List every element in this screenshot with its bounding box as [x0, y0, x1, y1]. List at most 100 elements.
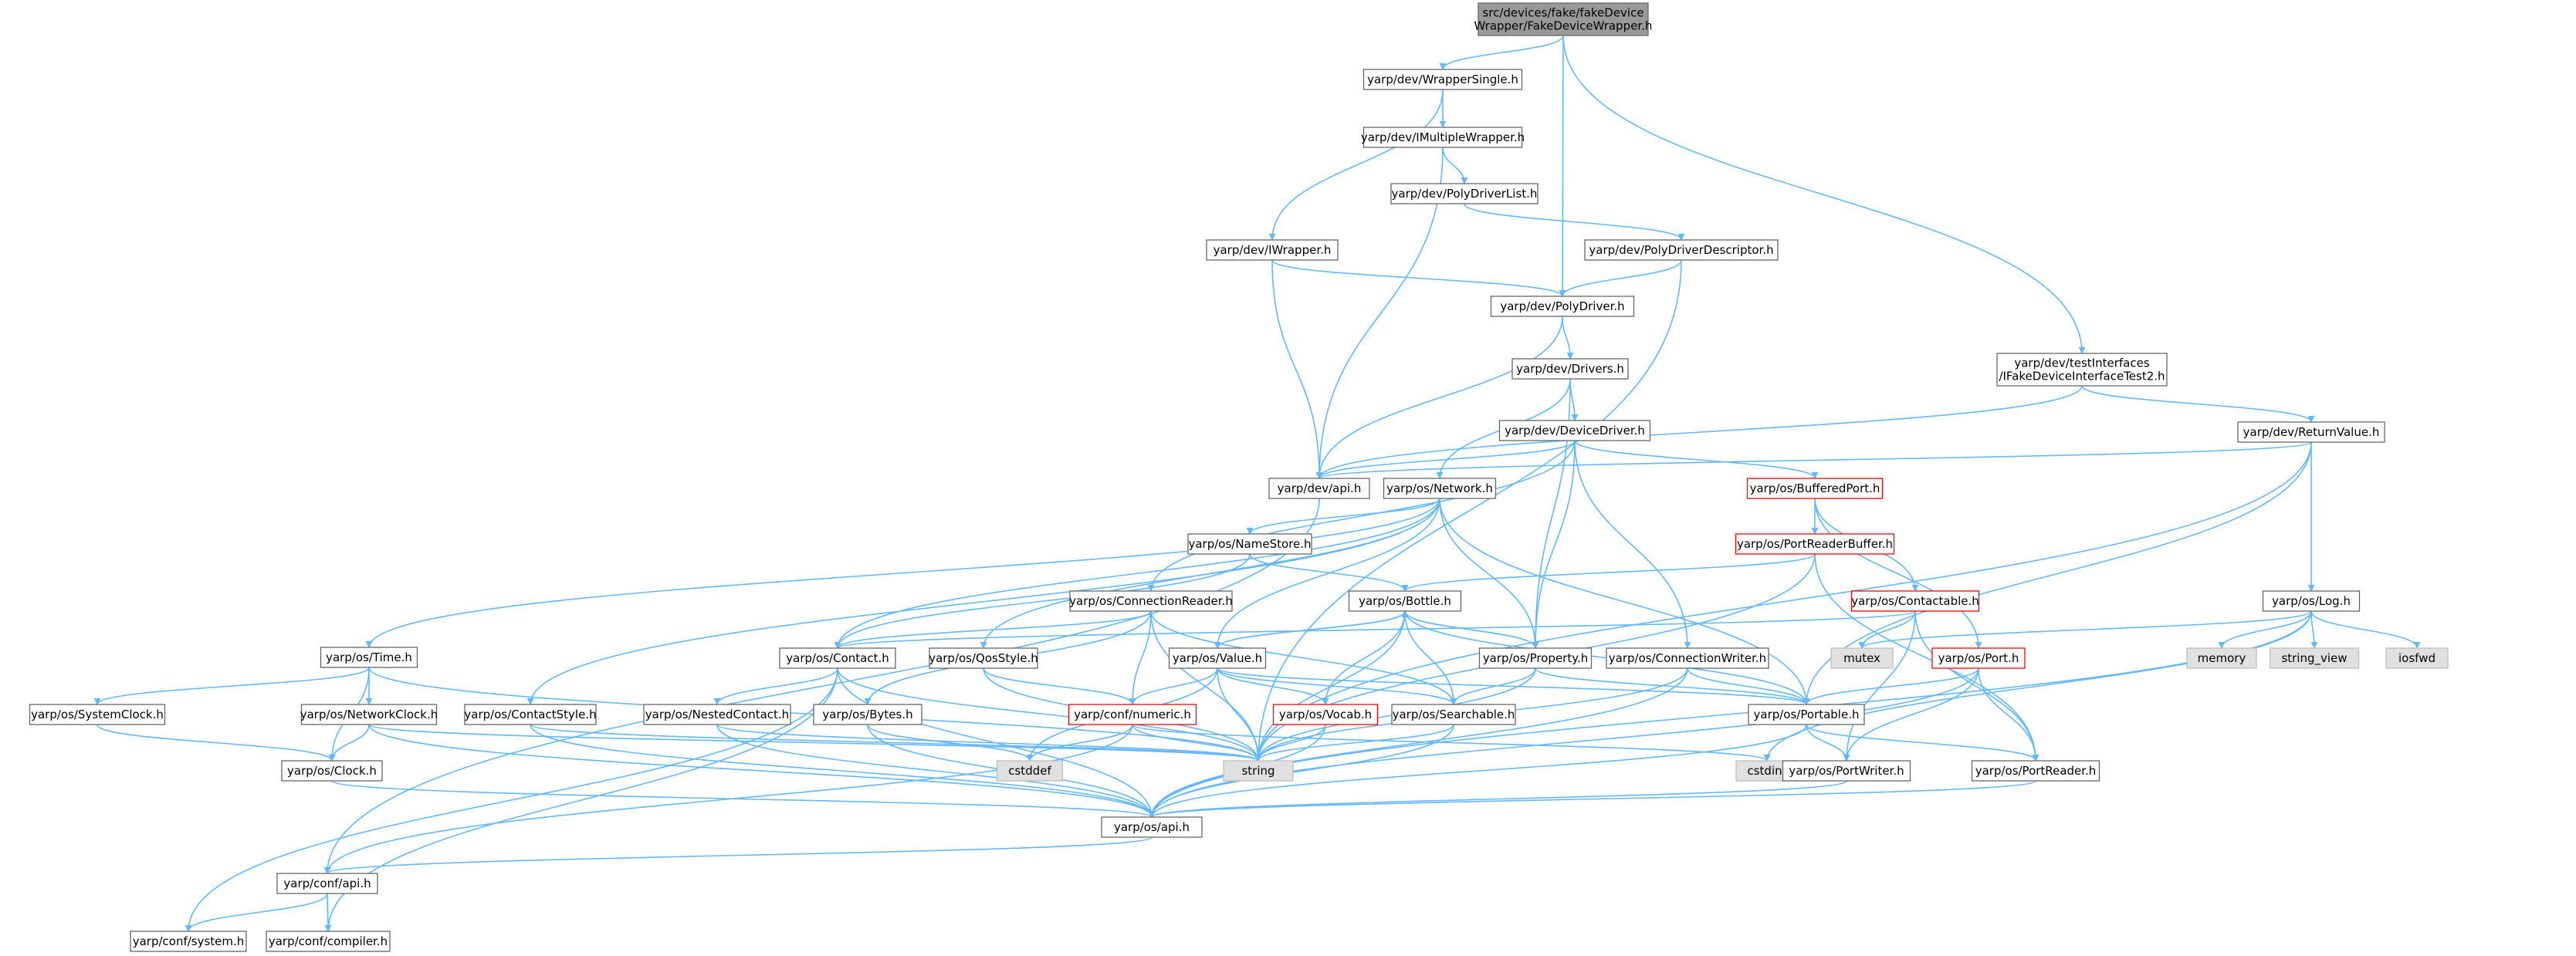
node-polydriverdesc[interactable]: yarp/dev/PolyDriverDescriptor.h — [1584, 239, 1779, 261]
edge-clock-to-osapi — [331, 780, 1156, 818]
node-iwrapper[interactable]: yarp/dev/IWrapper.h — [1206, 239, 1339, 261]
edge-searchable-to-string — [1254, 724, 1454, 762]
node-box-time — [320, 647, 418, 668]
node-contact[interactable]: yarp/os/Contact.h — [779, 647, 896, 669]
node-drivers[interactable]: yarp/dev/Drivers.h — [1511, 358, 1629, 380]
edge-root-to-polydriver — [1559, 35, 1566, 297]
node-label-string_view: string_view — [2281, 651, 2347, 666]
node-osapi[interactable]: yarp/os/api.h — [1101, 816, 1203, 838]
edge-port-to-portable — [1803, 667, 1979, 705]
node-label-networkclock: yarp/os/NetworkClock.h — [300, 708, 438, 721]
edge-network-to-contactstyle — [526, 498, 1440, 705]
node-namestore[interactable]: yarp/os/NameStore.h — [1187, 533, 1312, 555]
node-label-wrappersingle: yarp/dev/WrapperSingle.h — [1367, 73, 1518, 86]
node-box-searchable — [1391, 704, 1516, 725]
node-networkclock[interactable]: yarp/os/NetworkClock.h — [300, 704, 438, 725]
edge-value-to-string — [1217, 667, 1262, 762]
node-compiler[interactable]: yarp/conf/compiler.h — [266, 931, 391, 952]
edge-network-to-value — [1214, 498, 1440, 649]
node-bottle[interactable]: yarp/os/Bottle.h — [1348, 590, 1462, 612]
node-system[interactable]: yarp/conf/system.h — [130, 931, 247, 952]
node-imultiplewrapper[interactable]: yarp/dev/IMultipleWrapper.h — [1361, 127, 1525, 148]
node-port[interactable]: yarp/os/Port.h — [1931, 647, 2026, 669]
node-numeric[interactable]: yarp/conf/numeric.h — [1068, 704, 1197, 725]
node-box-networkclock — [300, 704, 438, 725]
edge-contactable-to-contact — [834, 610, 1916, 649]
edge-connectionreader-to-numeric — [1129, 610, 1152, 705]
edge-polydriverdesc-to-polydriver — [1559, 259, 1682, 297]
node-portreaderbuffer[interactable]: yarp/os/PortReaderBuffer.h — [1735, 533, 1895, 555]
node-confapi[interactable]: yarp/conf/api.h — [276, 873, 378, 894]
node-nestedcontact[interactable]: yarp/os/NestedContact.h — [643, 704, 791, 725]
node-box-string — [1223, 760, 1294, 782]
node-label-iwrapper: yarp/dev/IWrapper.h — [1214, 243, 1332, 257]
node-box-property — [1478, 647, 1593, 669]
edge-port-to-portreader — [1978, 667, 2039, 762]
edge-iwrapper-to-polydriver — [1271, 259, 1566, 297]
node-devapi[interactable]: yarp/dev/api.h — [1268, 478, 1370, 499]
edge-returnvalue-to-devapi — [1315, 441, 2312, 479]
node-devicedriver[interactable]: yarp/dev/DeviceDriver.h — [1498, 420, 1651, 441]
edge-contact-to-string — [837, 667, 1262, 762]
node-vocab[interactable]: yarp/os/Vocab.h — [1272, 704, 1379, 725]
node-box-string_view — [2269, 647, 2360, 669]
node-portwriter[interactable]: yarp/os/PortWriter.h — [1782, 760, 1911, 782]
node-label-memory: memory — [2198, 651, 2246, 665]
node-box-qosstyle — [929, 647, 1038, 669]
node-searchable[interactable]: yarp/os/Searchable.h — [1391, 704, 1516, 725]
node-contactstyle[interactable]: yarp/os/ContactStyle.h — [464, 704, 597, 725]
header-file-nodes: src/devices/fake/fakeDeviceWrapper/FakeD… — [29, 2, 2449, 952]
node-box-mutex — [1830, 647, 1894, 669]
dependency-edges — [93, 35, 2421, 932]
node-contactable[interactable]: yarp/os/Contactable.h — [1850, 590, 1980, 612]
node-log[interactable]: yarp/os/Log.h — [2262, 590, 2361, 612]
edge-testinterfaces-to-returnvalue — [2081, 385, 2315, 423]
node-polydriver[interactable]: yarp/dev/PolyDriver.h — [1490, 296, 1635, 317]
edge-log-to-mutex — [1858, 610, 2312, 649]
edge-osapi-to-confapi — [323, 836, 1153, 874]
node-label-network: yarp/os/Network.h — [1386, 481, 1493, 495]
node-network[interactable]: yarp/os/Network.h — [1383, 478, 1497, 499]
node-label-cstddef: cstddef — [1008, 764, 1051, 778]
node-bufferedport[interactable]: yarp/os/BufferedPort.h — [1746, 478, 1884, 499]
node-box-polydriverlist — [1390, 183, 1538, 204]
node-value[interactable]: yarp/os/Value.h — [1168, 647, 1267, 669]
node-box-port — [1931, 647, 2026, 669]
edge-bytes-to-cstddef — [867, 724, 1034, 762]
node-portreader[interactable]: yarp/os/PortReader.h — [1971, 760, 2100, 782]
edge-value-to-bottle — [1217, 610, 1409, 649]
node-label-connectionreader: yarp/os/ConnectionReader.h — [1069, 594, 1233, 608]
node-label-system: yarp/conf/system.h — [133, 934, 245, 948]
node-testinterfaces[interactable]: yarp/dev/testInterfaces/IFakeDeviceInter… — [1996, 353, 2168, 387]
node-connectionwriter[interactable]: yarp/os/ConnectionWriter.h — [1606, 647, 1769, 669]
node-label-searchable: yarp/os/Searchable.h — [1393, 708, 1515, 721]
node-mutex: mutex — [1830, 647, 1894, 669]
node-box-polydriver — [1490, 296, 1635, 317]
node-box-clock — [281, 760, 383, 782]
node-wrappersingle[interactable]: yarp/dev/WrapperSingle.h — [1362, 69, 1523, 90]
edge-bufferedport-to-port — [1814, 498, 1982, 649]
node-iosfwd: iosfwd — [2385, 647, 2449, 669]
node-label-portreader: yarp/os/PortReader.h — [1975, 764, 2097, 778]
node-clock[interactable]: yarp/os/Clock.h — [281, 760, 383, 782]
node-systemclock[interactable]: yarp/os/SystemClock.h — [29, 704, 166, 725]
node-connectionreader[interactable]: yarp/os/ConnectionReader.h — [1069, 590, 1233, 612]
node-polydriverlist[interactable]: yarp/dev/PolyDriverList.h — [1390, 183, 1538, 204]
edge-devapi-to-confapi — [323, 498, 1320, 874]
node-label-devicedriver: yarp/dev/DeviceDriver.h — [1505, 424, 1645, 437]
node-portable[interactable]: yarp/os/Portable.h — [1748, 704, 1865, 725]
edge-searchable-to-osapi — [1148, 724, 1454, 818]
node-qosstyle[interactable]: yarp/os/QosStyle.h — [929, 647, 1038, 669]
node-box-value — [1168, 647, 1267, 669]
node-time[interactable]: yarp/os/Time.h — [320, 647, 418, 668]
node-returnvalue[interactable]: yarp/dev/ReturnValue.h — [2237, 421, 2385, 443]
edge-log-to-iosfwd — [2310, 610, 2421, 649]
edge-time-to-systemclock — [93, 667, 370, 705]
node-box-system — [130, 931, 247, 952]
node-box-polydriverdesc — [1584, 239, 1779, 261]
node-label-namestore: yarp/os/NameStore.h — [1188, 537, 1311, 551]
edge-namestore-to-contact — [834, 553, 1251, 649]
node-root[interactable]: src/devices/fake/fakeDeviceWrapper/FakeD… — [1474, 2, 1653, 36]
node-bytes[interactable]: yarp/os/Bytes.h — [813, 704, 922, 725]
node-property[interactable]: yarp/os/Property.h — [1478, 647, 1593, 669]
